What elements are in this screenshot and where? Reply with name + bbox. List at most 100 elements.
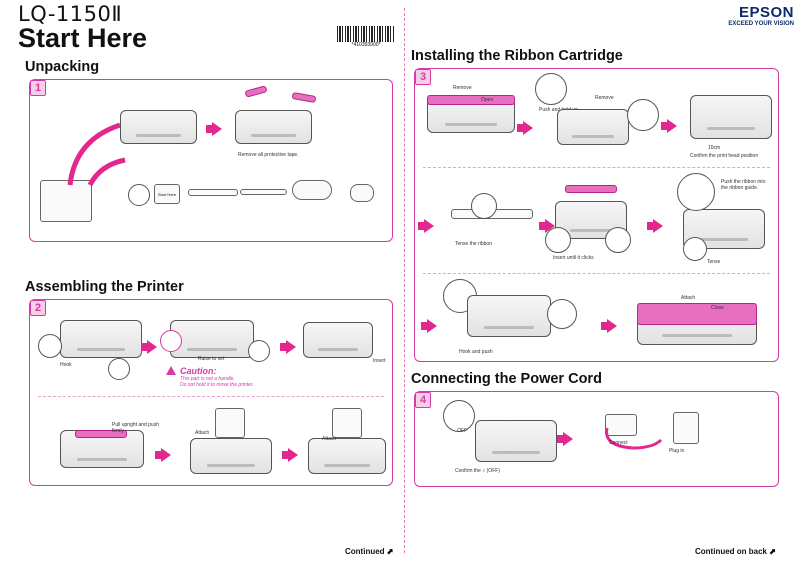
- step-number: 1: [30, 80, 46, 96]
- caption-insert: Insert: [373, 358, 386, 364]
- printer-cover: [637, 303, 757, 325]
- step-arrow: [418, 219, 434, 233]
- power-panel: 4 OFF Confirm the ○ (OFF) Connect Plug i…: [414, 391, 779, 487]
- power-cord: [605, 427, 663, 450]
- barcode: *410393900*: [337, 26, 395, 48]
- shipping-box: [40, 180, 92, 222]
- brand-name: EPSON: [738, 4, 794, 21]
- magnify-lever: [160, 330, 182, 352]
- caption-close: Close: [711, 305, 724, 311]
- printer-illustration: [467, 295, 551, 337]
- magnify-clip: [545, 227, 571, 253]
- step-arrow: [155, 448, 171, 462]
- knobs: [350, 184, 374, 202]
- continued-left: Continued ⬈: [345, 547, 393, 556]
- caption-hook-push: Hook and push: [459, 349, 493, 355]
- printer-illustration: [120, 110, 197, 144]
- wall-outlet: [673, 412, 699, 444]
- printer-illustration: [308, 438, 386, 474]
- caption-attach: Attach: [195, 430, 210, 436]
- caption-connect: Connect: [609, 440, 628, 446]
- caption-pull: Pull upright and push firmly: [112, 422, 159, 434]
- barcode-number: *410393900*: [351, 42, 381, 48]
- continued-right-label: Continued on back: [695, 547, 767, 556]
- caption-tense2: Tense: [707, 259, 721, 265]
- brand-logo: EPSON EXCEED YOUR VISION: [728, 4, 794, 27]
- caption-confirm-head: Confirm the print head position: [690, 153, 759, 159]
- caution-note: Caution: This part is not a handle. Do n…: [166, 366, 254, 388]
- protective-tape: [291, 91, 317, 104]
- caution-text-1: This part is not a handle.: [180, 376, 235, 382]
- row-separator: [38, 396, 384, 397]
- start-here-sheet: Start Here: [154, 184, 180, 204]
- row-separator: [423, 273, 770, 274]
- caption-hook: Hook: [60, 362, 72, 368]
- continued-right: Continued on back ⬈: [695, 547, 776, 556]
- magnify-switch: [443, 400, 475, 432]
- next-page-icon: ⬈: [386, 547, 394, 556]
- printer-illustration: [235, 110, 312, 144]
- caption-insert-click: Insert until it clicks: [553, 255, 594, 261]
- ribbon-heading: Installing the Ribbon Cartridge: [411, 48, 623, 64]
- step-arrow: [557, 432, 573, 446]
- step-arrow: [601, 319, 617, 333]
- continued-left-label: Continued: [345, 547, 385, 556]
- caption-attach: Attach: [322, 436, 337, 442]
- printer-back: [605, 414, 637, 436]
- magnify-lever: [248, 340, 270, 362]
- step-arrow: [141, 340, 157, 354]
- caption-remove: Remove: [595, 95, 614, 101]
- paper-guide-illustration: [332, 408, 362, 438]
- caption-confirm-off: Confirm the ○ (OFF): [455, 468, 500, 474]
- printer-illustration: [303, 322, 373, 358]
- printer-illustration: [190, 438, 272, 474]
- caption-plug: Plug in: [669, 448, 685, 454]
- magnify-clip: [605, 227, 631, 253]
- printer-illustration: [690, 95, 772, 139]
- step-arrow: [206, 122, 222, 136]
- cd-illustration: [128, 184, 150, 206]
- caption-attach: Attach: [681, 295, 696, 301]
- model-name: LQ-1150Ⅱ: [18, 2, 123, 26]
- magnify-hook: [108, 358, 130, 380]
- step-arrow: [539, 219, 555, 233]
- barcode-bars: [337, 26, 395, 42]
- page-title: Start Here: [18, 23, 148, 53]
- power-cord: [292, 180, 332, 200]
- printer-illustration: [557, 109, 629, 145]
- next-page-icon: ⬈: [769, 547, 776, 556]
- step-number: 4: [415, 392, 431, 408]
- caution-title: Caution:: [180, 366, 217, 376]
- printer-illustration: [475, 420, 557, 462]
- magnify-hook: [547, 299, 577, 329]
- paper-support: [75, 430, 127, 438]
- step-number: 3: [415, 69, 431, 85]
- ribbon-cartridge-pink: [565, 185, 617, 193]
- step-arrow: [280, 340, 296, 354]
- step-arrow: [421, 319, 437, 333]
- paper-guide-illustration: [215, 408, 245, 438]
- caption-open: Open: [481, 97, 494, 103]
- paper-guide: [240, 189, 287, 195]
- center-divider: [404, 8, 405, 553]
- ribbon-panel: 3 Remove Open Push and hold up Remove 10…: [414, 68, 779, 362]
- caption-tense: Tense the ribbon: [455, 241, 492, 247]
- caption-off: OFF: [457, 428, 467, 434]
- caution-text-2: Do not hold it to move the printer.: [180, 382, 254, 388]
- brand-tagline: EXCEED YOUR VISION: [728, 21, 794, 27]
- step-arrow: [517, 121, 533, 135]
- printer-illustration: [170, 320, 254, 358]
- step-arrow: [661, 119, 677, 133]
- magnify-hook: [38, 334, 62, 358]
- printer-cover: [427, 95, 515, 105]
- ribbon-knob: [471, 193, 497, 219]
- step-arrow: [647, 219, 663, 233]
- magnify-ribbon-guide: [677, 173, 715, 211]
- ribbon-cartridge: [188, 189, 238, 196]
- row-separator: [423, 167, 770, 168]
- assembling-panel: 2 Hook Raise to set Insert Pull upright …: [29, 299, 393, 486]
- caption-push-guide: Push the ribbon into the ribbon guide.: [721, 179, 766, 191]
- unpacking-heading: Unpacking: [25, 59, 100, 75]
- assembling-heading: Assembling the Printer: [25, 279, 184, 295]
- protective-tape: [244, 85, 268, 98]
